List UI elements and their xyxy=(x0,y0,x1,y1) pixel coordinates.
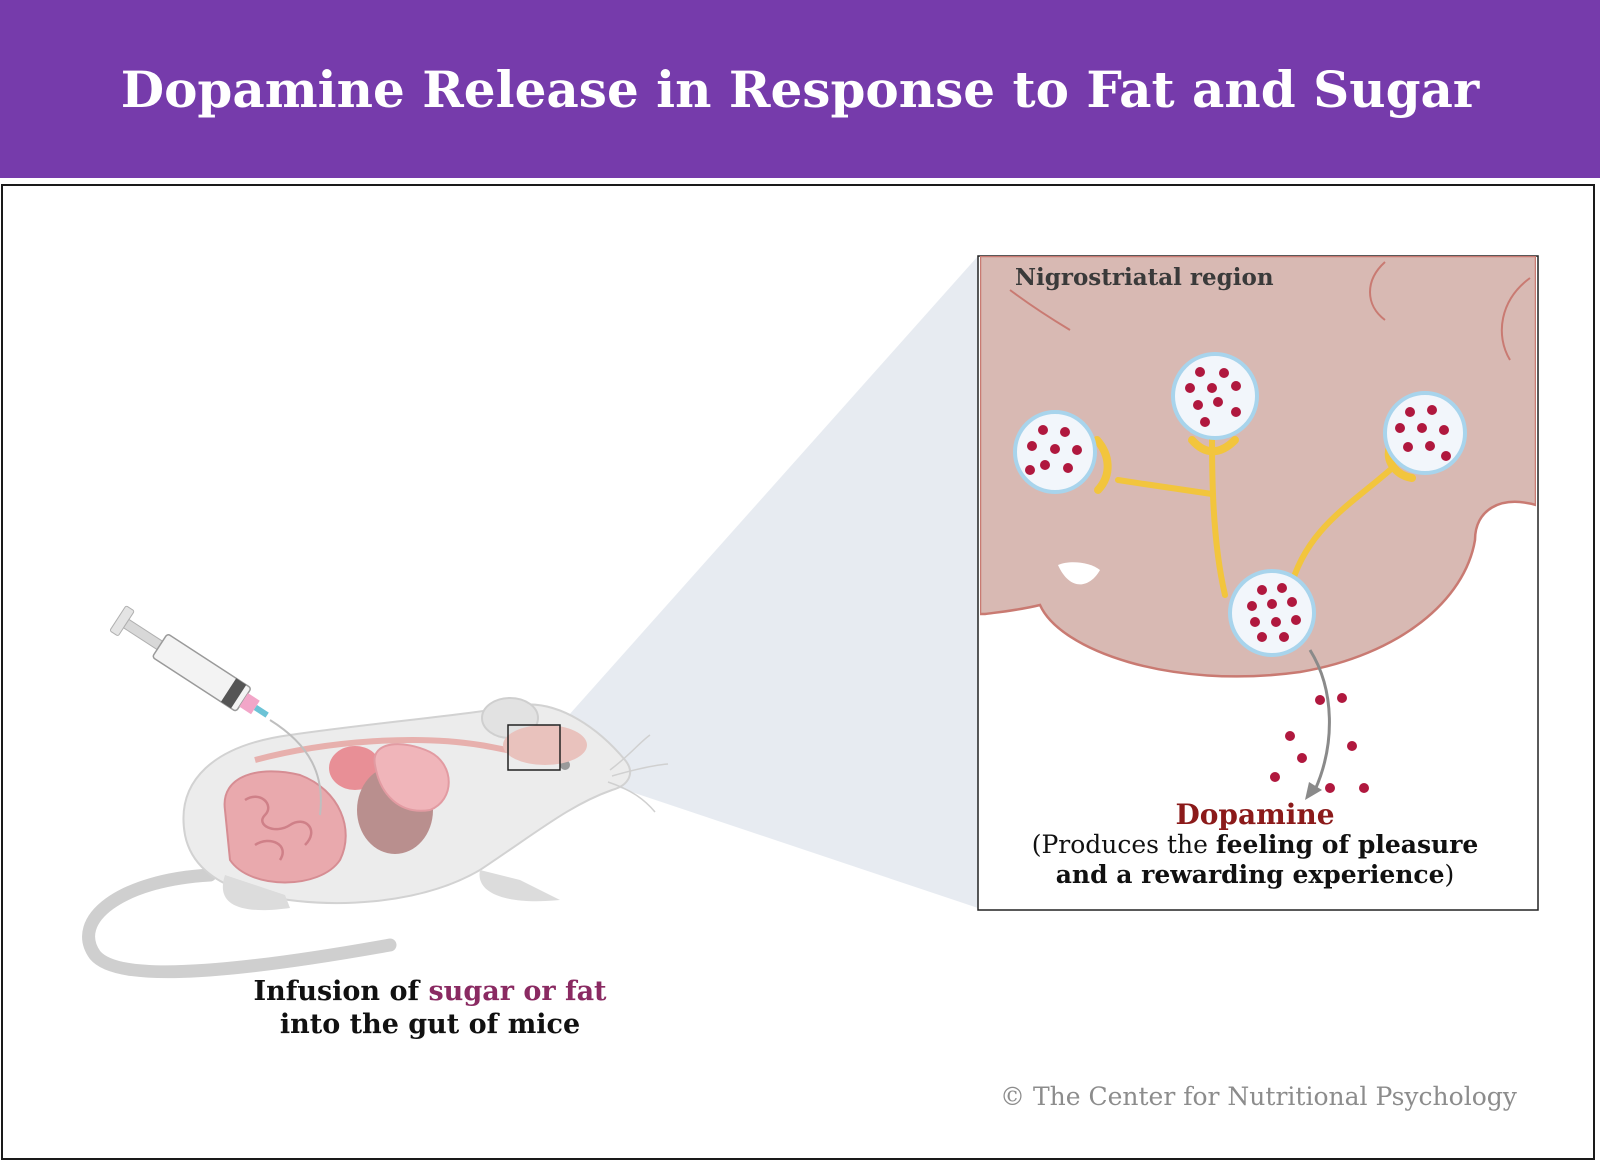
zoom-cone xyxy=(560,256,978,908)
released-dopamine xyxy=(1270,693,1369,793)
vesicle-bottom xyxy=(1228,569,1316,657)
vesicle-top xyxy=(1171,352,1259,440)
brain-tissue xyxy=(980,256,1536,678)
synapse-cap-left xyxy=(1093,436,1112,494)
desc-bold-1: feeling of pleasure xyxy=(1215,830,1479,859)
mouse-tail xyxy=(82,868,397,979)
syringe xyxy=(109,605,269,718)
dopamine-label: Dopamine xyxy=(1175,798,1335,831)
synapse-cap-top xyxy=(1188,436,1239,456)
vesicle-left xyxy=(1013,410,1097,494)
region-label: Nigrostriatal region xyxy=(1015,264,1274,291)
syringe-hub xyxy=(239,693,260,715)
syringe-stopper xyxy=(220,678,247,709)
desc-plain: Produces the xyxy=(1041,830,1216,859)
vesicle-right xyxy=(1383,391,1467,475)
syringe-tip xyxy=(253,704,269,718)
diagram-frame xyxy=(1,184,1595,1160)
paren-open: ( xyxy=(1031,830,1042,859)
caption-prefix: Infusion of xyxy=(253,976,429,1007)
tissue-fold-2 xyxy=(1369,261,1386,321)
release-arrow xyxy=(1308,649,1331,791)
caption-line2: into the gut of mice xyxy=(279,1009,581,1040)
stomach xyxy=(329,746,381,790)
lung xyxy=(373,743,450,812)
head-zoom-box xyxy=(507,724,561,771)
dopamine-description-line1: (Produces the feeling of pleasure xyxy=(1030,830,1480,860)
mouse-illustration xyxy=(82,697,669,979)
mouse-whiskers xyxy=(607,734,669,813)
desc-bold-2: and a rewarding experience xyxy=(1055,860,1445,889)
mouse-front-paw xyxy=(479,870,560,902)
catheter-line xyxy=(269,719,322,816)
brain-tissue-group xyxy=(980,256,1536,678)
dopamine-description-line2: and a rewarding experience) xyxy=(1030,860,1480,890)
page-title: Dopamine Release in Response to Fat and … xyxy=(120,59,1480,119)
mouse-brain xyxy=(503,725,587,765)
tissue-fold-4 xyxy=(1009,289,1071,331)
intestine-coils xyxy=(244,795,313,861)
tissue-fold-3 xyxy=(1500,277,1531,361)
title-banner: Dopamine Release in Response to Fat and … xyxy=(0,0,1600,178)
dopamine-annotation: Dopamine (Produces the feeling of pleasu… xyxy=(1030,800,1480,890)
copyright-notice: © The Center for Nutritional Psychology xyxy=(1000,1082,1517,1111)
caption-accent: sugar or fat xyxy=(428,976,607,1007)
release-arrow-head xyxy=(1305,782,1322,800)
syringe-plunger-rod xyxy=(122,618,164,651)
paren-close: ) xyxy=(1444,860,1455,889)
mouse-caption: Infusion of sugar or fat into the gut of… xyxy=(230,975,630,1041)
mouse-hind-paw xyxy=(222,875,290,911)
syringe-barrel xyxy=(152,634,251,712)
tissue-fold-1 xyxy=(1058,562,1100,585)
caption-line1: Infusion of sugar or fat xyxy=(230,975,630,1008)
